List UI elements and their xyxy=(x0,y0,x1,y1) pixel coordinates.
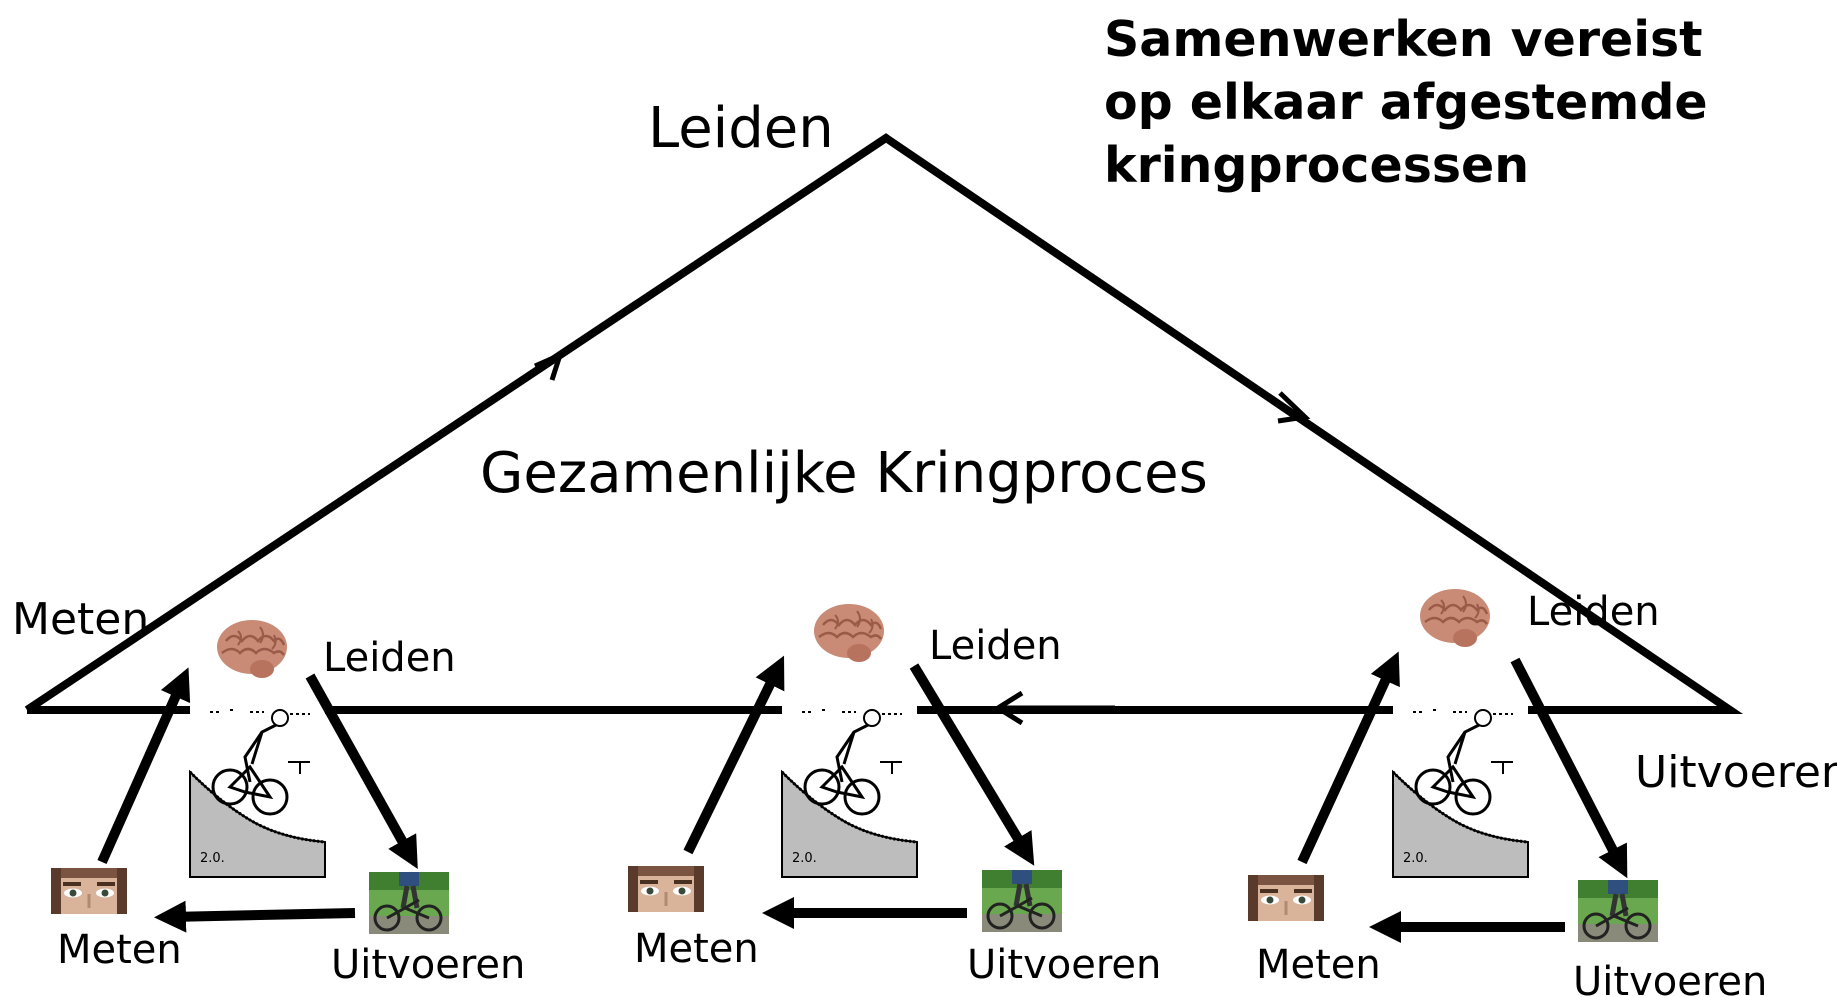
sub-meten-label: Meten xyxy=(1256,942,1381,988)
main-left-direction-arrow xyxy=(533,350,565,381)
note-line: kringprocessen xyxy=(1104,137,1530,194)
arrow-uitvoeren-to-meten xyxy=(154,900,356,933)
main-top-label: Leiden xyxy=(648,96,834,161)
note-text: Samenwerken vereist op elkaar afgestemde… xyxy=(1104,8,1708,197)
sub-meten-label: Meten xyxy=(634,926,759,972)
sub-meten-label: Meten xyxy=(57,927,182,973)
cyclist-sketch xyxy=(780,700,919,879)
sub-uitvoeren-label: Uitvoeren xyxy=(331,942,526,988)
cyclist-sketch xyxy=(188,700,327,879)
sub-uitvoeren-label: Uitvoeren xyxy=(967,942,1162,988)
brain-icon xyxy=(1418,587,1492,649)
arrow-leiden-to-uitvoeren xyxy=(305,673,418,869)
note-line: Samenwerken vereist xyxy=(1104,11,1703,68)
cyclist-sketch xyxy=(1391,700,1530,879)
arrow-meten-to-leiden xyxy=(683,655,785,855)
sub-leiden-label: Leiden xyxy=(929,623,1062,669)
eyes-photo xyxy=(1246,873,1326,923)
eyes-photo xyxy=(49,866,129,916)
main-bottom-direction-arrow xyxy=(993,690,1115,726)
cyclist-photo xyxy=(1578,880,1658,942)
cyclist-photo xyxy=(369,872,449,934)
note-line: op elkaar afgestemde xyxy=(1104,74,1708,131)
sub-uitvoeren-label: Uitvoeren xyxy=(1573,959,1768,997)
sub-leiden-label: Leiden xyxy=(323,635,456,681)
main-right-direction-arrow xyxy=(1277,391,1311,424)
arrow-meten-to-leiden xyxy=(1297,651,1400,865)
brain-icon xyxy=(812,602,886,664)
arrow-leiden-to-uitvoeren xyxy=(1510,657,1628,879)
sub-leiden-label: Leiden xyxy=(1527,589,1660,635)
eyes-photo xyxy=(626,864,706,914)
main-right-label: Uitvoeren xyxy=(1635,747,1837,798)
main-left-label: Meten xyxy=(12,594,150,645)
arrow-leiden-to-uitvoeren xyxy=(909,663,1035,866)
main-cycle-title: Gezamenlijke Kringproces xyxy=(480,441,1208,506)
brain-icon xyxy=(215,618,289,680)
cyclist-photo xyxy=(982,870,1062,932)
arrow-meten-to-leiden xyxy=(97,667,191,865)
